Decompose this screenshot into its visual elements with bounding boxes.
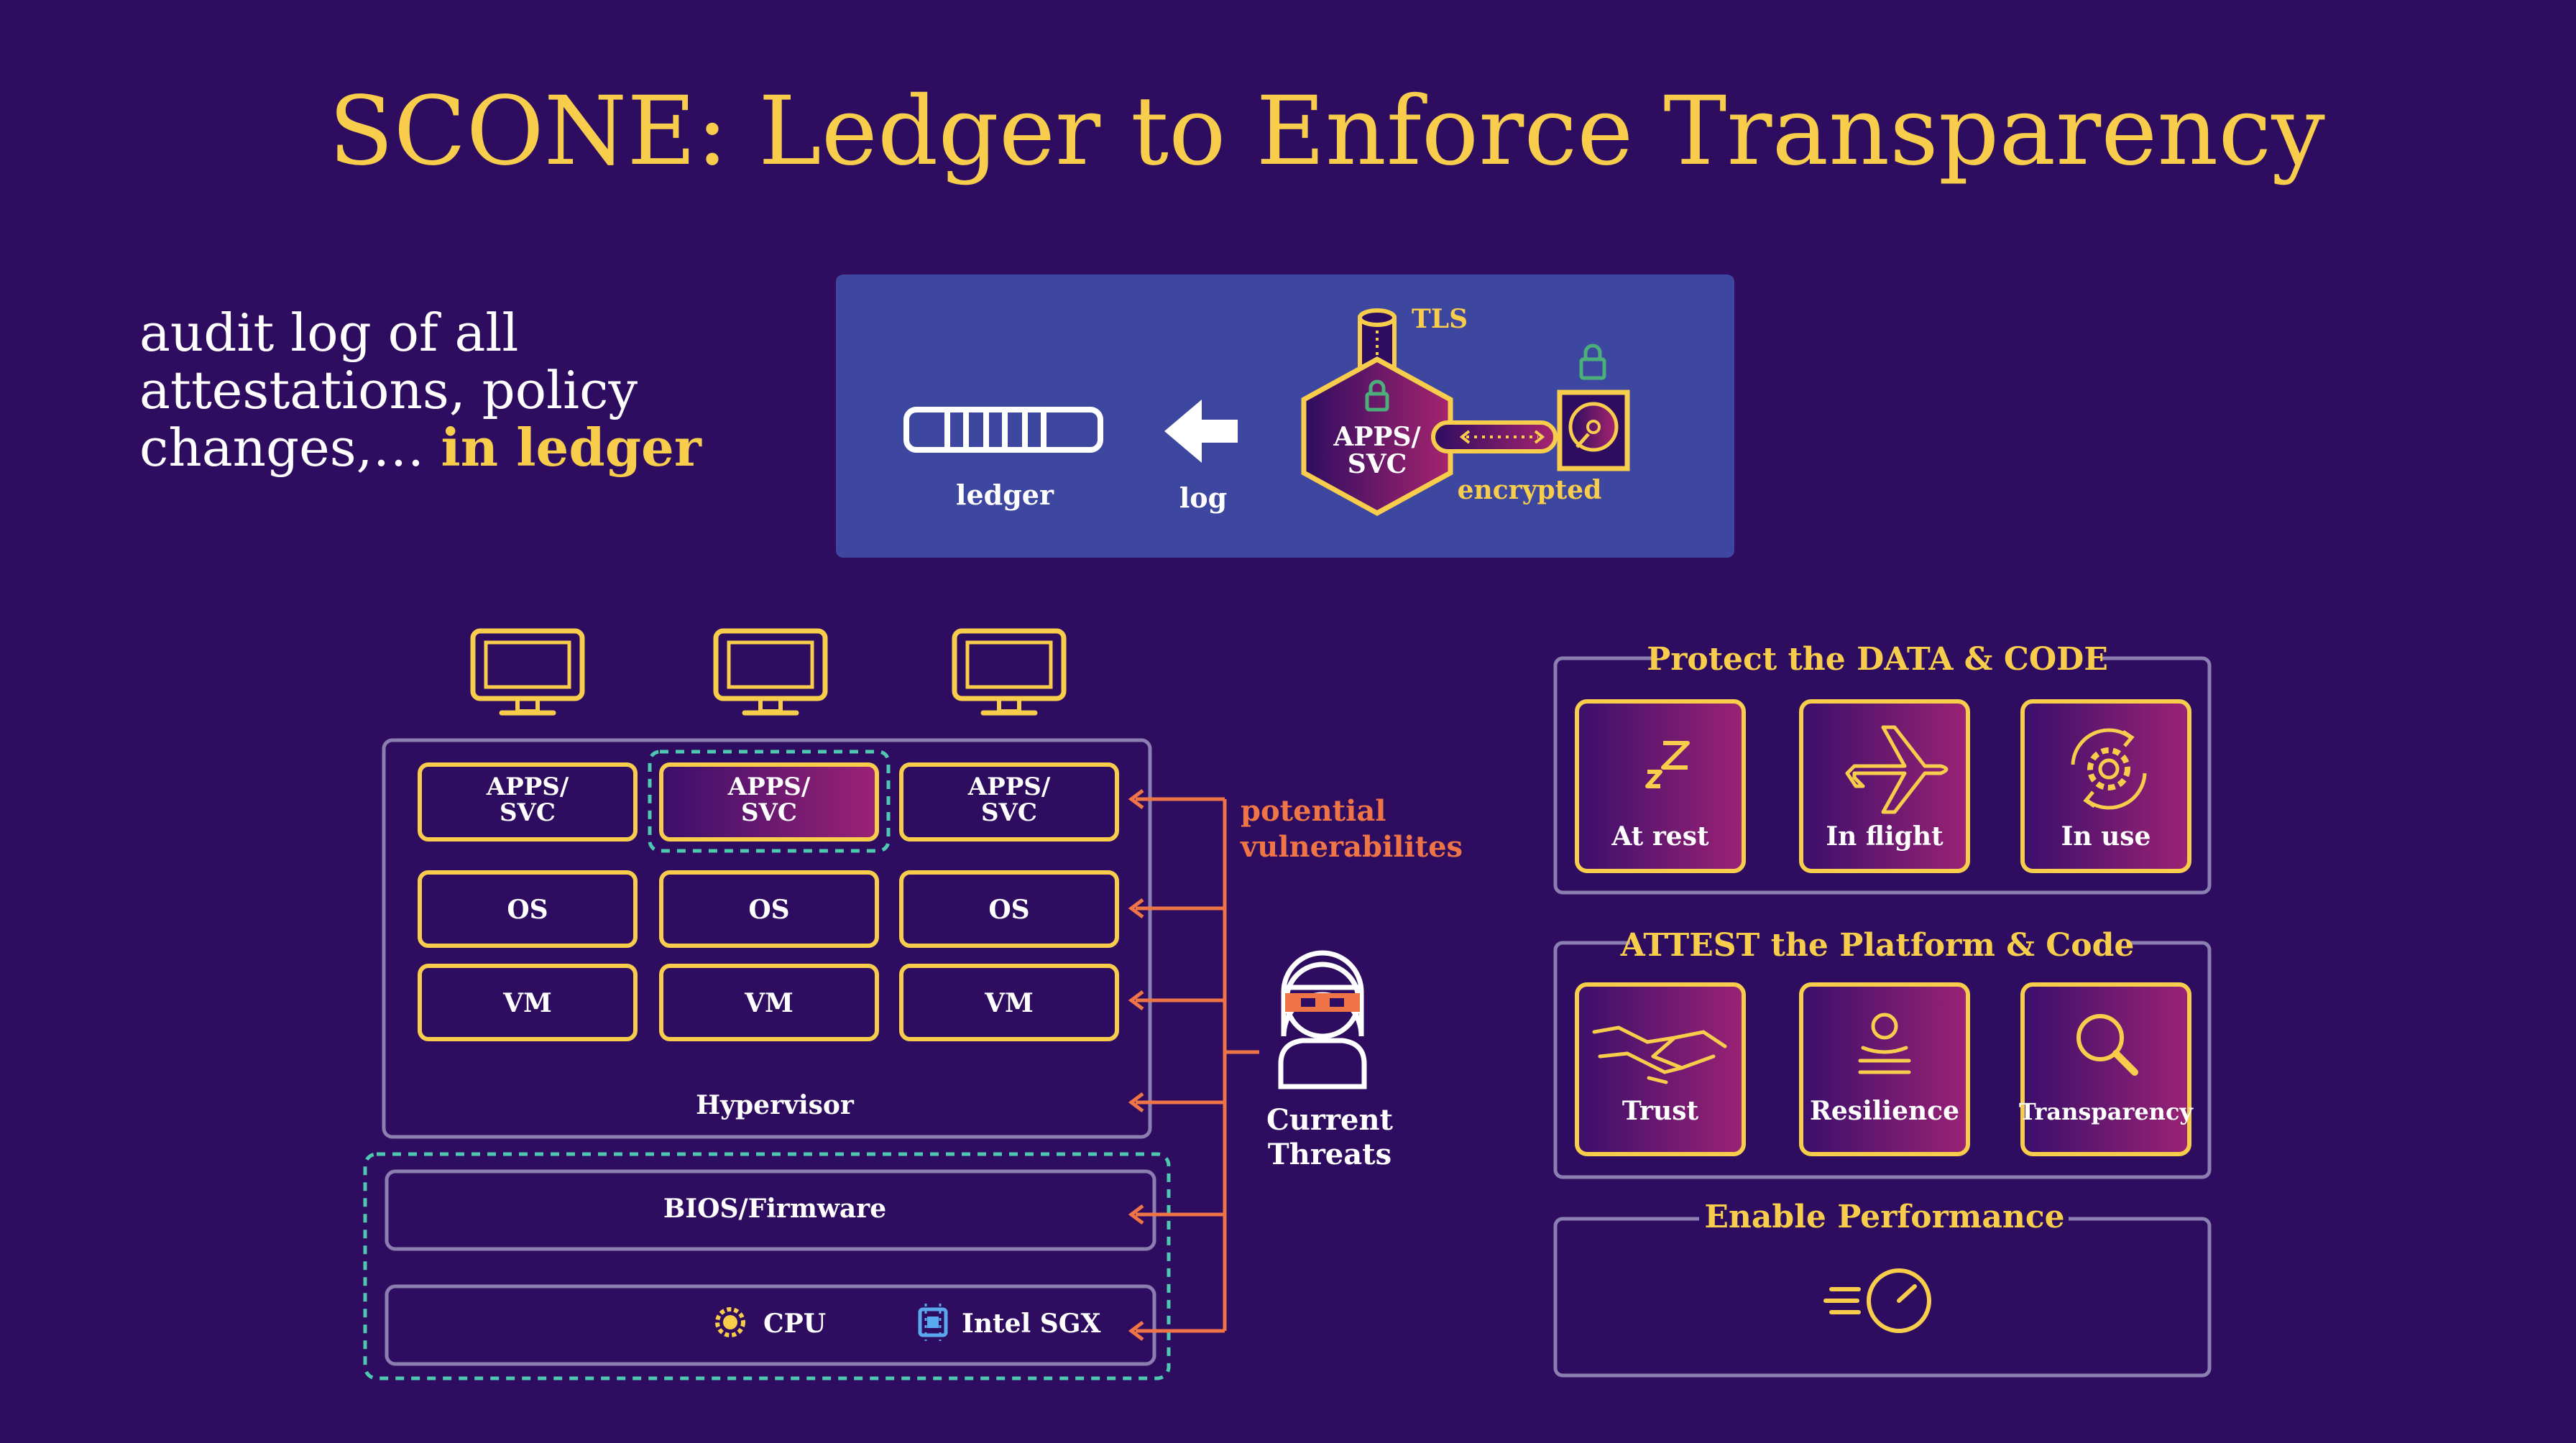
encrypted-label: encrypted — [1458, 475, 1602, 505]
magnifier-icon — [2076, 1014, 2138, 1076]
os-box — [418, 870, 638, 948]
intro-line-3-plain: changes,… — [139, 418, 441, 478]
resilience-icon — [1858, 1013, 1911, 1074]
sgx-chip-icon — [918, 1304, 948, 1341]
chip-icon — [715, 1307, 745, 1337]
os-box — [899, 870, 1119, 948]
apps-hexagon: APPS/ SVC — [1301, 356, 1453, 516]
tls-cylinder-icon — [1358, 308, 1397, 369]
vm-box — [659, 964, 879, 1041]
apps-box-line-2: SVC — [500, 798, 556, 827]
ledger-label: ledger — [956, 479, 1054, 511]
intro-line-3: changes,… in ledger — [139, 417, 702, 478]
hacker-icon — [1278, 950, 1367, 1089]
cpu-label: CPU — [763, 1309, 826, 1339]
vm-label: VM — [502, 988, 552, 1018]
hypervisor-frame — [382, 738, 1152, 1139]
os-label: OS — [748, 895, 789, 925]
attest-panel: ATTEST the Platform & Code Trust Resilie… — [1553, 924, 2212, 1179]
monitor-icon — [470, 628, 585, 716]
apps-box-line-1: APPS/ — [967, 773, 1051, 801]
protect-label: In use — [2061, 821, 2151, 852]
encrypted-channel — [1431, 420, 1558, 453]
tls-label: TLS — [1412, 304, 1468, 334]
threats-label-line-1: Current — [1266, 1103, 1394, 1137]
attest-tile-resilience: Resilience — [1799, 982, 1970, 1156]
apps-box — [659, 762, 879, 842]
protect-tile-in-use: In use — [2020, 699, 2191, 873]
lock-icon — [1579, 344, 1606, 380]
ledger-panel-bg — [836, 275, 1734, 558]
attest-tile-transparency: Transparency — [2019, 982, 2194, 1156]
os-box — [659, 870, 879, 948]
gear-cycle-icon — [2071, 728, 2147, 810]
apps-box-line-2: SVC — [741, 798, 797, 827]
cpu-box — [385, 1284, 1156, 1366]
intro-text: audit log of all attestations, policy ch… — [139, 303, 702, 478]
attest-label: Resilience — [1810, 1096, 1959, 1126]
protect-label: At rest — [1611, 821, 1709, 852]
apps-box-line-1: APPS/ — [486, 773, 569, 801]
vm-label: VM — [744, 988, 794, 1018]
page-title: SCONE: Ledger to Enforce Transparency — [328, 76, 2325, 187]
hexagon-apps-line-1: APPS/ — [1333, 422, 1421, 452]
lock-icon — [1365, 379, 1389, 412]
bios-label: BIOS/Firmware — [663, 1194, 886, 1224]
enclave-outline — [648, 750, 891, 853]
apps-box-line-1: APPS/ — [727, 773, 811, 801]
speedometer-icon — [1823, 1268, 1931, 1333]
monitor-icon — [952, 628, 1067, 716]
vm-box — [418, 964, 638, 1041]
vm-box — [899, 964, 1119, 1041]
monitor-icon — [713, 628, 828, 716]
vulnerabilities-label-line-1: potential — [1241, 794, 1386, 828]
vm-label: VM — [984, 988, 1034, 1018]
handshake-icon — [1592, 1025, 1727, 1084]
airplane-icon — [1845, 725, 1949, 814]
sleep-icon — [1645, 741, 1690, 788]
log-label: log — [1179, 481, 1227, 514]
attest-heading: ATTEST the Platform & Code — [1620, 927, 2135, 964]
ledger-icon — [903, 407, 1103, 453]
attest-label: Trust — [1622, 1096, 1699, 1126]
intro-highlight: in ledger — [441, 417, 702, 478]
disk-icon — [1557, 389, 1630, 471]
os-label: OS — [507, 895, 548, 925]
os-label: OS — [988, 895, 1029, 925]
intro-line-1: audit log of all — [139, 303, 518, 363]
performance-heading: Enable Performance — [1704, 1199, 2064, 1235]
protect-tile-in-flight: In flight — [1799, 699, 1970, 873]
hypervisor-label: Hypervisor — [696, 1090, 855, 1120]
hardware-trust-outline — [363, 1152, 1171, 1380]
attest-tile-trust: Trust — [1575, 982, 1746, 1156]
apps-box — [899, 762, 1119, 842]
protect-tile-at-rest: At rest — [1575, 699, 1746, 873]
performance-panel: Enable Performance — [1553, 1199, 2212, 1378]
protect-label: In flight — [1826, 821, 1944, 852]
apps-box-line-2: SVC — [981, 798, 1037, 827]
left-arrow-icon — [1164, 400, 1238, 463]
ledger-panel: ledger log TLS APPS/ SVC — [836, 275, 1734, 558]
protect-panel: Protect the DATA & CODE At rest In fligh… — [1553, 640, 2212, 895]
bios-box — [385, 1169, 1156, 1251]
hexagon-apps-line-2: SVC — [1348, 449, 1407, 479]
protect-heading: Protect the DATA & CODE — [1647, 641, 2108, 678]
virtualization-stack: APPS/ SVC OS VM APPS/ SVC OS VM APPS/ SV… — [363, 738, 1171, 1380]
attest-label: Transparency — [2019, 1098, 2194, 1125]
threats-label-line-2: Threats — [1268, 1138, 1392, 1171]
monitor-icons — [470, 628, 1067, 716]
apps-box — [418, 762, 638, 842]
vulnerabilities-label-line-2: vulnerabilites — [1240, 830, 1463, 864]
sgx-label: Intel SGX — [962, 1309, 1100, 1339]
intro-line-2: attestations, policy — [139, 360, 638, 420]
threat-arrows — [1128, 789, 1259, 1341]
